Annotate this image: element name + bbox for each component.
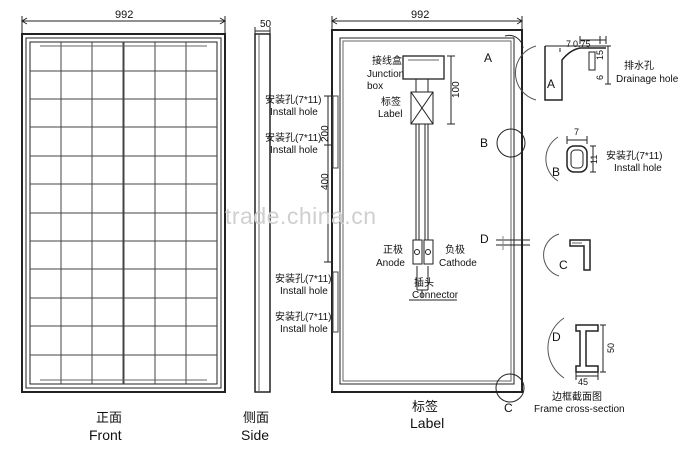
detail-a-dim-6: 6 — [595, 74, 605, 80]
detail-b-dim-7: 7 — [574, 127, 580, 137]
back-marker-c: C — [504, 401, 513, 415]
detail-d-letter: D — [552, 330, 561, 344]
anode-cn: 正极 — [383, 245, 403, 256]
connector-en: Connector — [412, 290, 459, 301]
junction-box-en-1: Junction — [367, 69, 405, 80]
junction-box-en-2: box — [367, 81, 384, 92]
label-en: Label — [378, 109, 403, 120]
detail-a-letter: A — [547, 77, 556, 91]
detail-c — [543, 233, 591, 277]
detail-b-letter: B — [552, 165, 561, 179]
dim-400: 400 — [320, 173, 331, 190]
detail-d-dim-50: 50 — [606, 342, 616, 353]
front-dim-width: 992 — [115, 9, 134, 21]
install-hole-1-en: Install hole — [270, 107, 318, 118]
label-cn: 标签 — [381, 97, 401, 108]
detail-a — [514, 36, 611, 101]
frame-section-en: Frame cross-section — [534, 404, 625, 415]
detail-c-letter: C — [559, 258, 568, 272]
cell-grid — [30, 42, 217, 384]
install-hole-3-en: Install hole — [280, 286, 328, 297]
detail-a-dim-15: 15 — [595, 49, 605, 60]
anode-en: Anode — [376, 258, 405, 269]
install-hole-1-cn: 安装孔(7*11) — [265, 95, 322, 106]
dim-200: 200 — [320, 125, 331, 142]
back-label-en: Label — [410, 415, 445, 431]
detail-d — [547, 317, 606, 380]
detail-b-hole-cn: 安装孔(7*11) — [606, 151, 663, 162]
connector-cn: 插头 — [414, 278, 434, 289]
detail-b — [545, 136, 596, 182]
install-hole-2-cn: 安装孔(7*11) — [265, 133, 322, 144]
front-view — [21, 16, 226, 393]
detail-a-dim-075: 0.75 — [573, 39, 591, 49]
frame-section-cn: 边框截面图 — [552, 392, 602, 403]
back-label-cn: 标签 — [412, 399, 439, 414]
install-hole-3-cn: 安装孔(7*11) — [275, 274, 332, 285]
cathode-en: Cathode — [439, 258, 477, 269]
watermark: trade.china.cn — [225, 203, 377, 229]
install-hole-2-en: Install hole — [270, 145, 318, 156]
junction-box-cn: 接线盒 — [372, 56, 402, 67]
front-label-en: Front — [89, 427, 122, 443]
side-dim-thickness: 50 — [260, 19, 272, 30]
side-view — [254, 27, 271, 393]
front-label-cn: 正面 — [96, 410, 123, 425]
drainage-cn: 排水孔 — [624, 61, 654, 72]
drainage-en: Drainage hole — [616, 74, 679, 85]
detail-b-hole-en: Install hole — [614, 163, 662, 174]
side-label-en: Side — [241, 427, 270, 443]
back-view — [324, 16, 530, 403]
dim-100: 100 — [451, 81, 462, 98]
install-hole-4-cn: 安装孔(7*11) — [275, 312, 332, 323]
side-label-cn: 侧面 — [243, 410, 270, 425]
detail-a-dim-7: 7 — [566, 39, 572, 49]
back-marker-a: A — [484, 51, 493, 65]
cathode-cn: 负极 — [445, 245, 465, 256]
back-marker-d: D — [480, 232, 489, 246]
install-hole-4-en: Install hole — [280, 324, 328, 335]
back-marker-b: B — [480, 136, 489, 150]
detail-d-dim-45: 45 — [578, 377, 589, 387]
detail-b-dim-11: 11 — [589, 154, 599, 164]
back-dim-width: 992 — [411, 9, 430, 21]
